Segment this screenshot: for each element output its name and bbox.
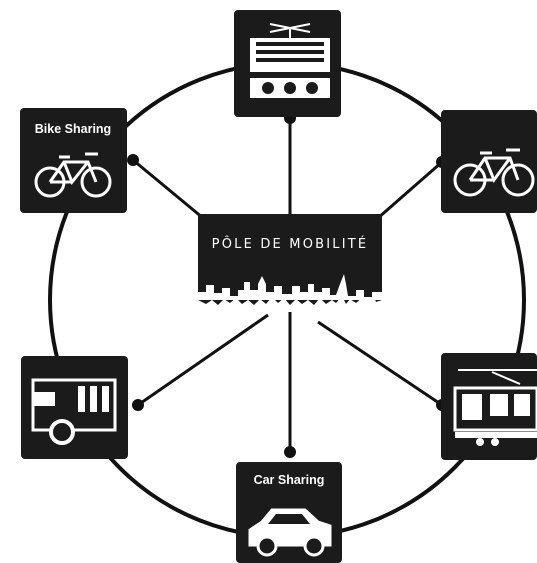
spoke-tram (317, 320, 443, 407)
city-skyline-icon (198, 274, 382, 300)
car-sharing-label: Car Sharing (254, 473, 325, 487)
hub-title: PÔLE DE MOBILITÉ (212, 236, 369, 252)
spoke-bus (137, 313, 269, 407)
train-tile[interactable] (234, 10, 341, 117)
car-sharing-tile[interactable]: Car Sharing (236, 462, 342, 563)
bike-right-tile[interactable] (441, 110, 537, 213)
tram-icon (453, 369, 537, 446)
bike-sharing-tile[interactable]: Bike Sharing (20, 108, 127, 213)
tram-tile[interactable] (441, 353, 537, 460)
car-icon (248, 508, 332, 557)
spoke-bike-left (132, 158, 204, 220)
bicycle-icon (453, 148, 535, 197)
node-bus (132, 399, 144, 411)
train-icon (250, 23, 330, 98)
spoke-bike-right (377, 160, 443, 220)
bike-sharing-label: Bike Sharing (35, 122, 111, 136)
bicycle-icon (34, 152, 112, 198)
bus-icon (31, 378, 117, 445)
bus-tile[interactable] (21, 356, 128, 459)
node-bike-left (127, 154, 139, 166)
hub-panel: PÔLE DE MOBILITÉ (198, 214, 382, 305)
node-car (284, 446, 296, 458)
